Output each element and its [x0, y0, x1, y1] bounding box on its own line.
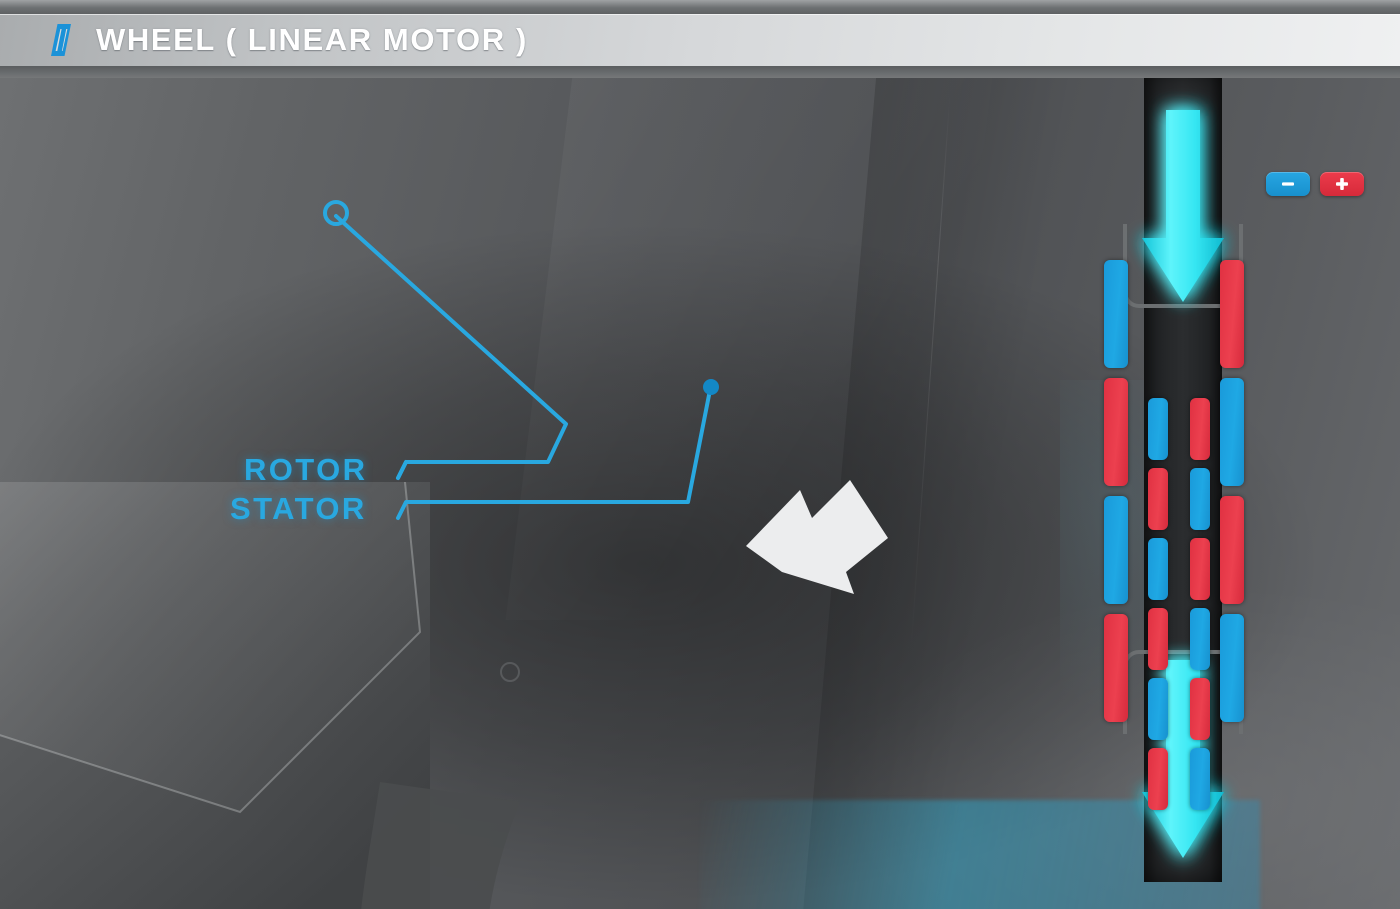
header-top-strip: [0, 0, 1400, 14]
rotor-leader-tick: [396, 460, 408, 480]
polarity-legend: [1266, 172, 1364, 196]
linear-motor-schematic: [1098, 70, 1268, 882]
magnet-block-red: [1220, 496, 1244, 604]
page-title: WHEEL ( LINEAR MOTOR ): [96, 22, 528, 57]
magnet-block-red: [1148, 608, 1168, 670]
rotation-direction-arrow-icon: [742, 476, 912, 596]
plus-icon: [1336, 178, 1348, 190]
magnet-block-red: [1148, 748, 1168, 810]
magnet-block-blue: [1190, 468, 1210, 530]
rotor-leader-line: [334, 214, 568, 480]
magnet-block-blue: [1148, 538, 1168, 600]
header-bar: WHEEL ( LINEAR MOTOR ): [0, 0, 1400, 78]
wheel-cutaway-illustration: [0, 72, 1000, 909]
header-bottom-strip: [0, 66, 1400, 78]
rotor-leader-endpoint-marker: [323, 200, 349, 226]
magnet-block-blue: [1190, 608, 1210, 670]
slanted-zero-logo-icon: [48, 23, 74, 57]
magnet-block-blue: [1148, 678, 1168, 740]
flux-arrow-top-icon: [1136, 110, 1230, 310]
legend-chip-negative[interactable]: [1266, 172, 1310, 196]
minus-icon: [1282, 182, 1294, 186]
stator-leader-line: [396, 388, 712, 520]
magnet-block-blue: [1104, 496, 1128, 604]
magnet-block-blue: [1220, 378, 1244, 486]
callout-label-stator: STATOR: [230, 491, 367, 526]
magnet-block-red: [1190, 538, 1210, 600]
cutaway-glass-plane: [0, 482, 420, 812]
callout-label-rotor: ROTOR: [244, 452, 368, 487]
magnet-block-blue: [1190, 748, 1210, 810]
magnet-block-blue: [1220, 614, 1244, 722]
legend-chip-positive[interactable]: [1320, 172, 1364, 196]
header-band: [0, 14, 1400, 66]
magnet-block-red: [1104, 378, 1128, 486]
cutaway-plane-outline: [0, 482, 422, 814]
hub-arm: [361, 782, 520, 909]
magnet-block-blue: [1148, 398, 1168, 460]
magnet-block-red: [1190, 678, 1210, 740]
disc-detail-ring-3: [500, 662, 520, 682]
magnet-block-red: [1104, 614, 1128, 722]
magnet-block-blue: [1104, 260, 1128, 368]
stator-leader-endpoint-dot: [703, 379, 719, 395]
magnet-block-red: [1220, 260, 1244, 368]
magnet-block-red: [1148, 468, 1168, 530]
magnet-block-red: [1190, 398, 1210, 460]
